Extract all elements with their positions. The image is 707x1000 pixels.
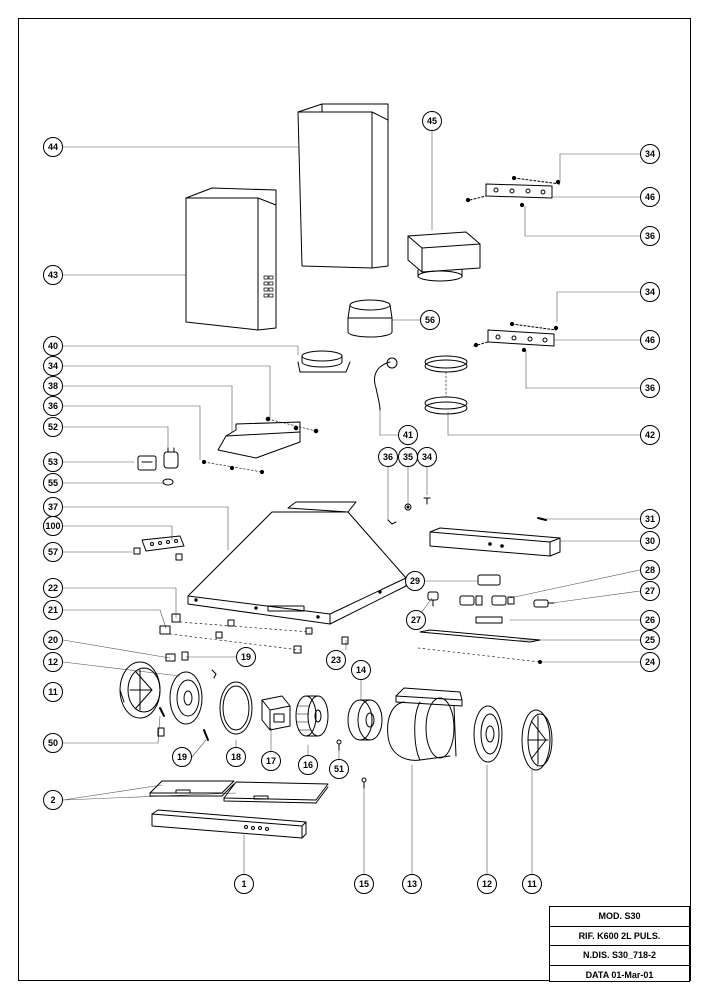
gasket-ring [219,681,253,735]
callout: 41 [398,425,418,445]
clips-and-fixings [159,613,349,679]
callout: 23 [326,650,346,670]
callout: 1 [234,874,254,894]
callout: 45 [422,111,442,131]
hose-clamps [424,355,468,415]
callout: 16 [298,755,318,775]
impeller-wheel [295,695,329,737]
callout: 25 [640,630,660,650]
front-control-bar [151,809,307,839]
callout: 44 [43,137,63,157]
callout: 29 [405,571,425,591]
model-label: MOD. S30 [550,907,689,927]
callout: 20 [43,630,63,650]
drawing-number-label: N.DIS. S30_718-2 [550,946,689,966]
callout: 53 [43,452,63,472]
reference-label: RIF. K600 2L PULS. [550,927,689,946]
callout: 17 [261,751,281,771]
callout: 100 [43,516,63,536]
small-fittings [387,497,431,525]
drawing-border [18,18,691,981]
callout: 38 [43,376,63,396]
date-label: DATA 01-Mar-01 [585,969,654,980]
callout: 35 [398,447,418,467]
callout: 34 [640,144,660,164]
duct-reducer [347,299,393,338]
callout: 56 [420,310,440,330]
right-fan-cover [521,709,553,771]
title-block: MOD. S30 RIF. K600 2L PULS. N.DIS. S30_7… [549,906,690,982]
leader-lines [62,130,641,875]
callout: 43 [43,265,63,285]
grease-filters [149,780,329,804]
lower-left-screws [157,707,209,741]
left-impeller-housing [169,671,203,725]
callout: 31 [640,509,660,529]
callout: 2 [43,790,63,810]
callout: 19 [236,647,256,667]
callout: 46 [640,187,660,207]
callout: 36 [640,378,660,398]
callout: 34 [640,282,660,302]
callout: 28 [640,560,660,580]
callout: 27 [640,581,660,601]
callout: 42 [640,425,660,445]
bracket-upper [465,175,561,208]
air-outlet-box [407,231,481,282]
callout: 11 [43,682,63,702]
front-strip [417,629,542,664]
callout: 50 [43,733,63,753]
callout: 27 [406,610,426,630]
rear-rail [429,517,561,557]
callout: 19 [172,747,192,767]
callout: 15 [354,874,374,894]
callout: 51 [329,759,349,779]
callout: 40 [43,336,63,356]
lamp-parts [427,574,555,624]
callout: 12 [43,652,63,672]
callout: 36 [378,447,398,467]
callout: 52 [43,417,63,437]
callout: 14 [351,660,371,680]
callout: 34 [43,356,63,376]
callout: 46 [640,330,660,350]
fan-motor [261,695,291,731]
callout: 21 [43,600,63,620]
callout: 26 [640,610,660,630]
switch-parts [137,447,179,486]
callout: 18 [226,747,246,767]
second-impeller [347,699,383,741]
callout: 57 [43,542,63,562]
callout: 11 [522,874,542,894]
right-impeller-housing [473,705,503,763]
callout: 36 [640,226,660,246]
callout: 13 [402,874,422,894]
small-screws [336,739,367,789]
left-fan-cover [119,661,161,719]
power-cable [374,357,398,411]
callout: 12 [477,874,497,894]
outlet-flange [297,350,351,373]
bracket-lower [473,321,559,353]
callout: 24 [640,652,660,672]
callout: 37 [43,497,63,517]
control-panel-parts [133,535,185,561]
callout: 34 [417,447,437,467]
callout: 36 [43,396,63,416]
mounting-plate [201,416,319,475]
blower-housing [387,687,463,761]
hood-canopy [187,501,407,625]
callout: 55 [43,473,63,493]
callout: 22 [43,578,63,598]
lower-chimney-cover [185,187,277,331]
callout: 30 [640,531,660,551]
tall-chimney-cover [297,103,389,269]
